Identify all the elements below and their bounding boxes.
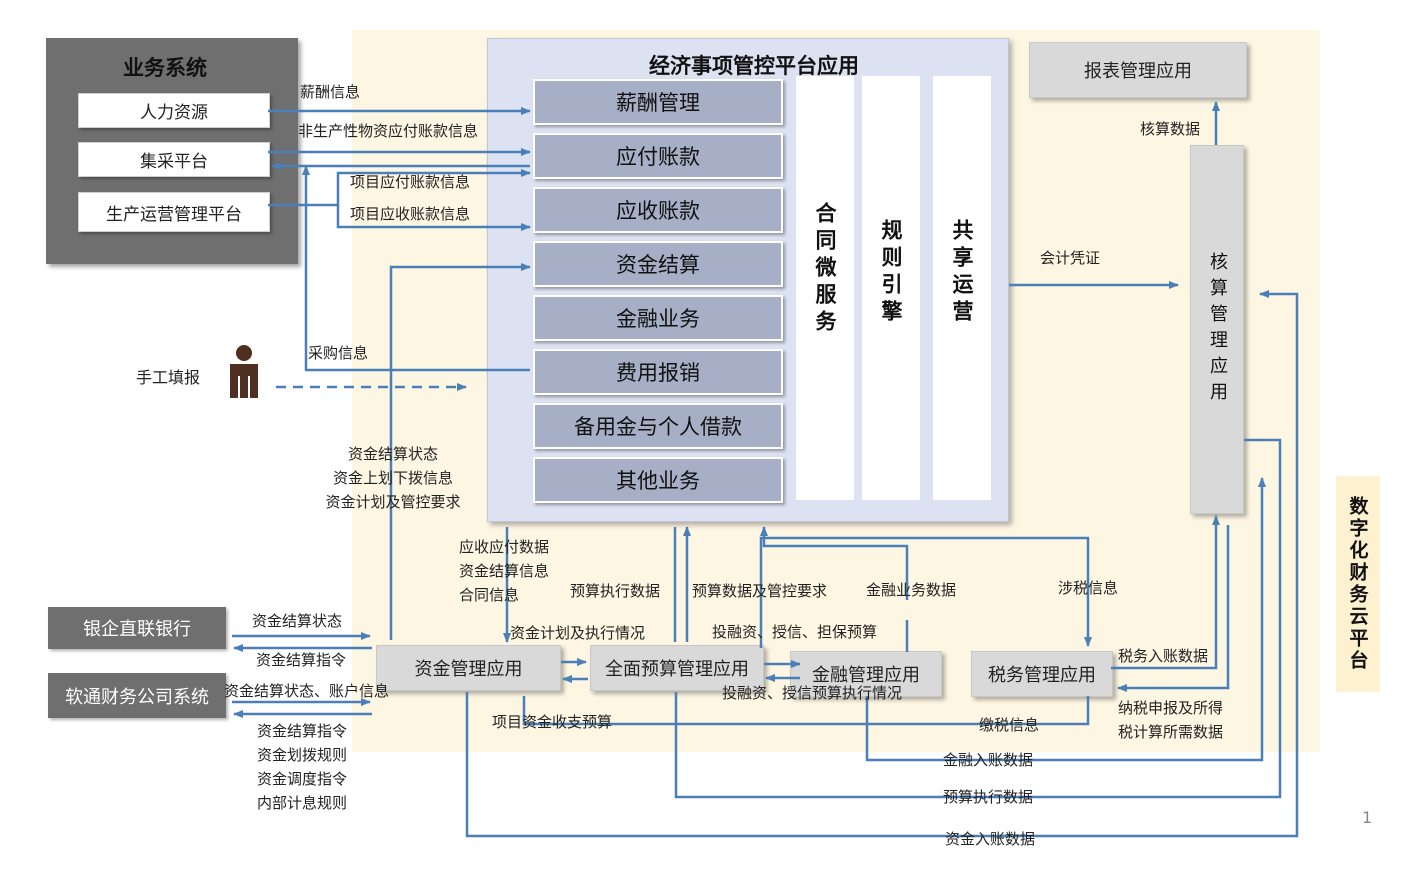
label-bank-cmd: 资金结算指令 bbox=[256, 651, 347, 669]
accounting-app-label: 核算管理应用 bbox=[1207, 251, 1228, 408]
label-receivable-line: 合同信息 bbox=[459, 586, 520, 604]
budget-management-app[interactable]: 全面预算管理应用 bbox=[590, 645, 764, 691]
module-other[interactable]: 其他业务 bbox=[533, 457, 783, 503]
label-tax-declare-line: 税计算所需数据 bbox=[1118, 723, 1224, 741]
label-tax-declare: 纳税申报及所得 税计算所需数据 bbox=[1118, 696, 1223, 744]
finance-company-system[interactable]: 软通财务公司系统 bbox=[48, 673, 226, 718]
label-receivable-info: 应收应付数据 资金结算信息 合同信息 bbox=[459, 535, 549, 607]
label-fc-line: 资金结算指令 bbox=[256, 722, 347, 740]
label-finance-data: 金融业务数据 bbox=[866, 581, 957, 599]
shared-ops-column[interactable]: 共享运营 bbox=[933, 76, 991, 500]
module-receivable[interactable]: 应收账款 bbox=[533, 187, 783, 233]
business-system-title: 业务系统 bbox=[123, 55, 207, 80]
label-receivable-line: 应收应付数据 bbox=[459, 538, 550, 556]
module-petty-cash[interactable]: 备用金与个人借款 bbox=[533, 403, 783, 449]
shared-ops-label: 共享运营 bbox=[950, 219, 975, 327]
label-tax-pay-info: 缴税信息 bbox=[979, 716, 1040, 734]
module-fund-settlement[interactable]: 资金结算 bbox=[533, 241, 783, 287]
label-proj-payable: 项目应付账款信息 bbox=[350, 173, 471, 191]
label-receivable-line: 资金结算信息 bbox=[459, 562, 550, 580]
label-fc-status: 资金结算状态、账户信息 bbox=[224, 682, 390, 700]
label-accounting-voucher: 会计凭证 bbox=[1040, 249, 1101, 267]
person-icon bbox=[230, 345, 258, 398]
bank-direct-link[interactable]: 银企直联银行 bbox=[48, 607, 226, 649]
digital-finance-cloud-label: 数字化财务云平台 bbox=[1346, 496, 1369, 672]
module-expense[interactable]: 费用报销 bbox=[533, 349, 783, 395]
label-non-prod-payable: 非生产性物资应付账款信息 bbox=[298, 122, 479, 140]
accounting-management-app[interactable]: 核算管理应用 bbox=[1190, 145, 1244, 514]
label-tax-entry: 税务入账数据 bbox=[1118, 647, 1209, 665]
label-fc-line: 资金划拨规则 bbox=[256, 746, 347, 764]
label-fc-line: 内部计息规则 bbox=[256, 794, 347, 812]
production-ops-platform[interactable]: 生产运营管理平台 bbox=[78, 192, 270, 232]
label-fund-line: 资金计划及管控要求 bbox=[325, 493, 461, 511]
label-fund-plan-exec: 资金计划及执行情况 bbox=[510, 624, 646, 642]
finance-management-app[interactable]: 金融管理应用 bbox=[790, 651, 942, 697]
report-management-app[interactable]: 报表管理应用 bbox=[1029, 42, 1247, 98]
label-budget-exec: 预算执行数据 bbox=[570, 582, 661, 600]
label-project-fund-budget: 项目资金收支预算 bbox=[492, 713, 613, 731]
fund-management-app[interactable]: 资金管理应用 bbox=[376, 645, 561, 691]
page-number: 1 bbox=[1362, 808, 1373, 827]
label-financing-exec: 投融资、授信预算执行情况 bbox=[722, 684, 903, 702]
label-bank-status: 资金结算状态 bbox=[252, 612, 343, 630]
label-fund-line: 资金结算状态 bbox=[347, 445, 438, 463]
label-tax-declare-line: 纳税申报及所得 bbox=[1118, 699, 1224, 717]
module-finance-business[interactable]: 金融业务 bbox=[533, 295, 783, 341]
digital-finance-cloud: 数字化财务云平台 bbox=[1336, 476, 1380, 692]
module-salary[interactable]: 薪酬管理 bbox=[533, 79, 783, 125]
rule-engine-label: 规则引擎 bbox=[879, 219, 904, 327]
label-fund-entry: 资金入账数据 bbox=[945, 830, 1036, 848]
label-fc-line: 资金调度指令 bbox=[256, 770, 347, 788]
label-accounting-data: 核算数据 bbox=[1140, 120, 1201, 138]
tax-management-app[interactable]: 税务管理应用 bbox=[971, 651, 1113, 697]
rule-engine-column[interactable]: 规则引擎 bbox=[862, 76, 920, 500]
label-fc-info: 资金结算指令 资金划拨规则 资金调度指令 内部计息规则 bbox=[240, 719, 364, 815]
module-payable[interactable]: 应付账款 bbox=[533, 133, 783, 179]
contract-microservice-column[interactable]: 合同微服务 bbox=[796, 76, 854, 500]
procurement-platform[interactable]: 集采平台 bbox=[78, 142, 270, 177]
label-budget-control: 预算数据及管控要求 bbox=[692, 582, 828, 600]
label-salary-info: 薪酬信息 bbox=[300, 83, 361, 101]
label-purchase-info: 采购信息 bbox=[308, 344, 369, 362]
label-financing-budget: 投融资、授信、担保预算 bbox=[712, 623, 878, 641]
label-finance-entry: 金融入账数据 bbox=[943, 751, 1034, 769]
economic-platform-title: 经济事项管控平台应用 bbox=[649, 53, 859, 78]
label-tax-info: 涉税信息 bbox=[1058, 579, 1119, 597]
label-budget-exec-2: 预算执行数据 bbox=[943, 788, 1034, 806]
label-fund-line: 资金上划下拨信息 bbox=[332, 469, 453, 487]
label-fund-info: 资金结算状态 资金上划下拨信息 资金计划及管控要求 bbox=[318, 442, 468, 514]
label-proj-receivable: 项目应收账款信息 bbox=[350, 205, 471, 223]
contract-microservice-label: 合同微服务 bbox=[813, 202, 838, 337]
manual-entry-label: 手工填报 bbox=[136, 368, 201, 387]
